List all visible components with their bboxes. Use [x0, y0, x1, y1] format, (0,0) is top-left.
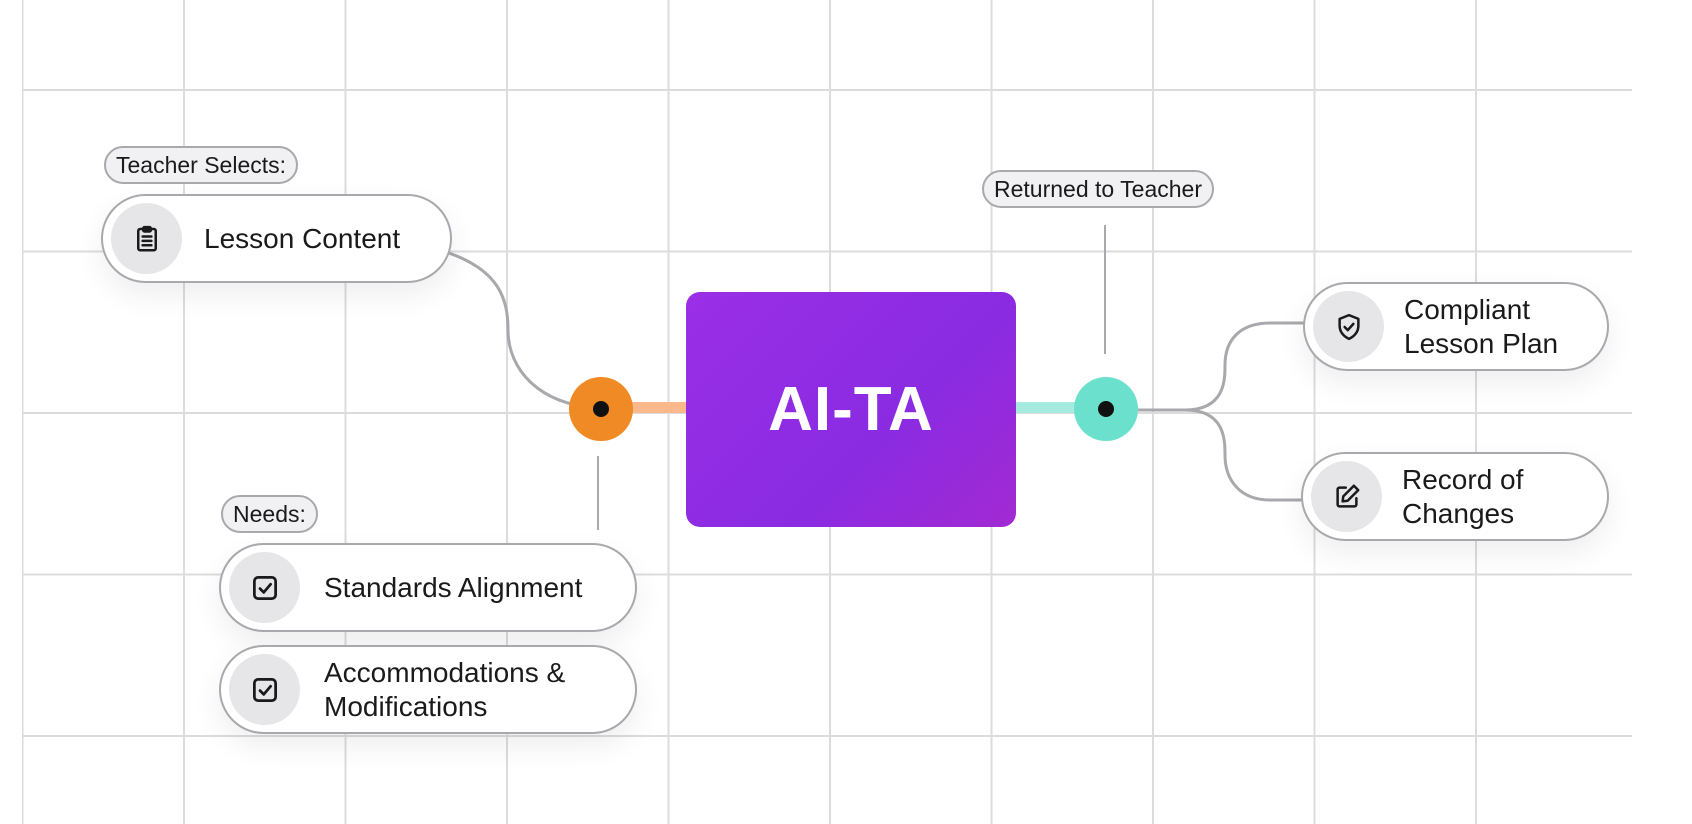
lesson-content-icon-wrap	[111, 203, 182, 274]
edit-icon	[1335, 484, 1359, 508]
connector-compliant	[1184, 321, 1305, 412]
lesson-content-label: Lesson Content	[204, 222, 401, 254]
checkbox-icon	[252, 575, 277, 600]
needs-tag: Needs:	[221, 495, 318, 533]
accommodations-icon-wrap	[229, 654, 300, 725]
lesson-content-pill[interactable]: Lesson Content	[101, 194, 452, 283]
connector-record	[1184, 408, 1305, 502]
shield-check-icon	[1337, 313, 1360, 340]
standards-alignment-label: Standards Alignment	[324, 571, 583, 603]
returned-to-teacher-tag: Returned to Teacher	[982, 170, 1214, 208]
standards-icon-wrap	[229, 552, 300, 623]
accommodations-label: Accommodations & Modifications	[324, 656, 566, 722]
output-hub-dot	[1098, 401, 1114, 417]
compliant-lesson-plan-label: Compliant Lesson Plan	[1404, 293, 1559, 359]
teacher-selects-tag: Teacher Selects:	[104, 146, 299, 184]
record-of-changes-pill[interactable]: Record of Changes	[1301, 452, 1609, 541]
connector-lesson-content	[445, 250, 599, 410]
output-hub	[1074, 377, 1138, 441]
input-hub-dot	[593, 401, 609, 417]
record-icon-wrap	[1311, 461, 1382, 532]
clipboard-icon	[136, 225, 157, 251]
ai-ta-label: AI-TA	[768, 375, 934, 444]
input-hub	[569, 377, 633, 441]
record-of-changes-label: Record of Changes	[1402, 463, 1524, 529]
output-bar	[1016, 402, 1076, 413]
accommodations-pill[interactable]: Accommodations & Modifications	[219, 645, 637, 734]
standards-alignment-pill[interactable]: Standards Alignment	[219, 543, 637, 632]
compliant-icon-wrap	[1313, 291, 1384, 362]
checkbox-icon	[252, 677, 277, 702]
compliant-lesson-plan-pill[interactable]: Compliant Lesson Plan	[1303, 282, 1609, 371]
ai-ta-block[interactable]: AI-TA	[686, 292, 1016, 527]
input-bar	[628, 402, 688, 413]
